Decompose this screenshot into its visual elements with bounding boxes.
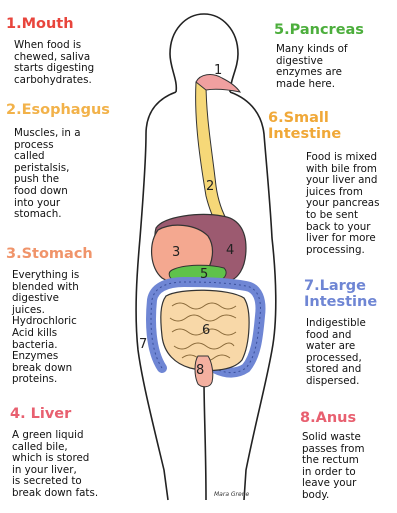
title-anus: 8.Anus (300, 410, 356, 426)
marker-8: 8 (196, 363, 204, 378)
desc-mouth-line: When food is (14, 40, 94, 52)
title-mouth: 1.Mouth (6, 16, 74, 32)
marker-7: 7 (139, 337, 147, 352)
title-pancreas: 5.Pancreas (274, 22, 364, 38)
desc-liver-line: break down fats. (12, 488, 98, 500)
desc-esophagus: Muscles, in aprocesscalledperistalsis,pu… (14, 128, 81, 221)
marker-5: 5 (200, 267, 208, 282)
desc-liver: A green liquidcalled bile,which is store… (12, 430, 98, 500)
desc-pancreas: Many kinds ofdigestiveenzymes aremade he… (276, 44, 348, 90)
marker-4: 4 (226, 243, 234, 258)
desc-stomach-line: Enzymes (12, 351, 79, 363)
marker-6: 6 (202, 323, 210, 338)
title-small-intestine-line: 6.Small (268, 110, 341, 126)
marker-3: 3 (172, 245, 180, 260)
desc-anus-line: Solid waste (302, 432, 365, 444)
desc-small-intestine-line: processing. (306, 245, 379, 257)
title-large-intestine-line: Intestine (304, 294, 377, 310)
title-stomach: 3.Stomach (6, 246, 93, 262)
desc-pancreas-line: made here. (276, 79, 348, 91)
marker-1: 1 (214, 63, 222, 78)
desc-small-intestine-line: liver for more (306, 233, 379, 245)
desc-anus: Solid wastepasses fromthe rectumin order… (302, 432, 365, 502)
title-small-intestine: 6.SmallIntestine (268, 110, 341, 142)
marker-2: 2 (206, 179, 214, 194)
desc-anus-line: body. (302, 490, 365, 502)
desc-mouth-line: carbohydrates. (14, 75, 94, 87)
desc-small-intestine-line: Food is mixed (306, 152, 379, 164)
title-small-intestine-line: Intestine (268, 126, 341, 142)
title-large-intestine: 7.LargeIntestine (304, 278, 377, 310)
desc-pancreas-line: Many kinds of (276, 44, 348, 56)
desc-large-intestine-line: dispersed. (306, 376, 366, 388)
desc-small-intestine: Food is mixedwith bile fromyour liver an… (306, 152, 379, 256)
desc-stomach-line: Acid kills (12, 328, 79, 340)
title-esophagus: 2.Esophagus (6, 102, 110, 118)
title-liver: 4. Liver (10, 406, 71, 422)
title-large-intestine-line: 7.Large (304, 278, 377, 294)
desc-large-intestine-line: Indigestible (306, 318, 366, 330)
esophagus-shape (196, 82, 228, 226)
desc-mouth: When food ischewed, salivastarts digesti… (14, 40, 94, 86)
desc-esophagus-line: food down (14, 186, 81, 198)
desc-stomach-line: Everything is (12, 270, 79, 282)
desc-stomach: Everything isblended withdigestivejuices… (12, 270, 79, 386)
artist-signature: Mara Grene (214, 491, 250, 498)
desc-large-intestine: Indigestiblefood andwater areprocessed,s… (306, 318, 366, 388)
desc-liver-line: A green liquid (12, 430, 98, 442)
desc-esophagus-line: stomach. (14, 209, 81, 221)
desc-small-intestine-line: to be sent (306, 210, 379, 222)
desc-stomach-line: proteins. (12, 374, 79, 386)
desc-esophagus-line: Muscles, in a (14, 128, 81, 140)
